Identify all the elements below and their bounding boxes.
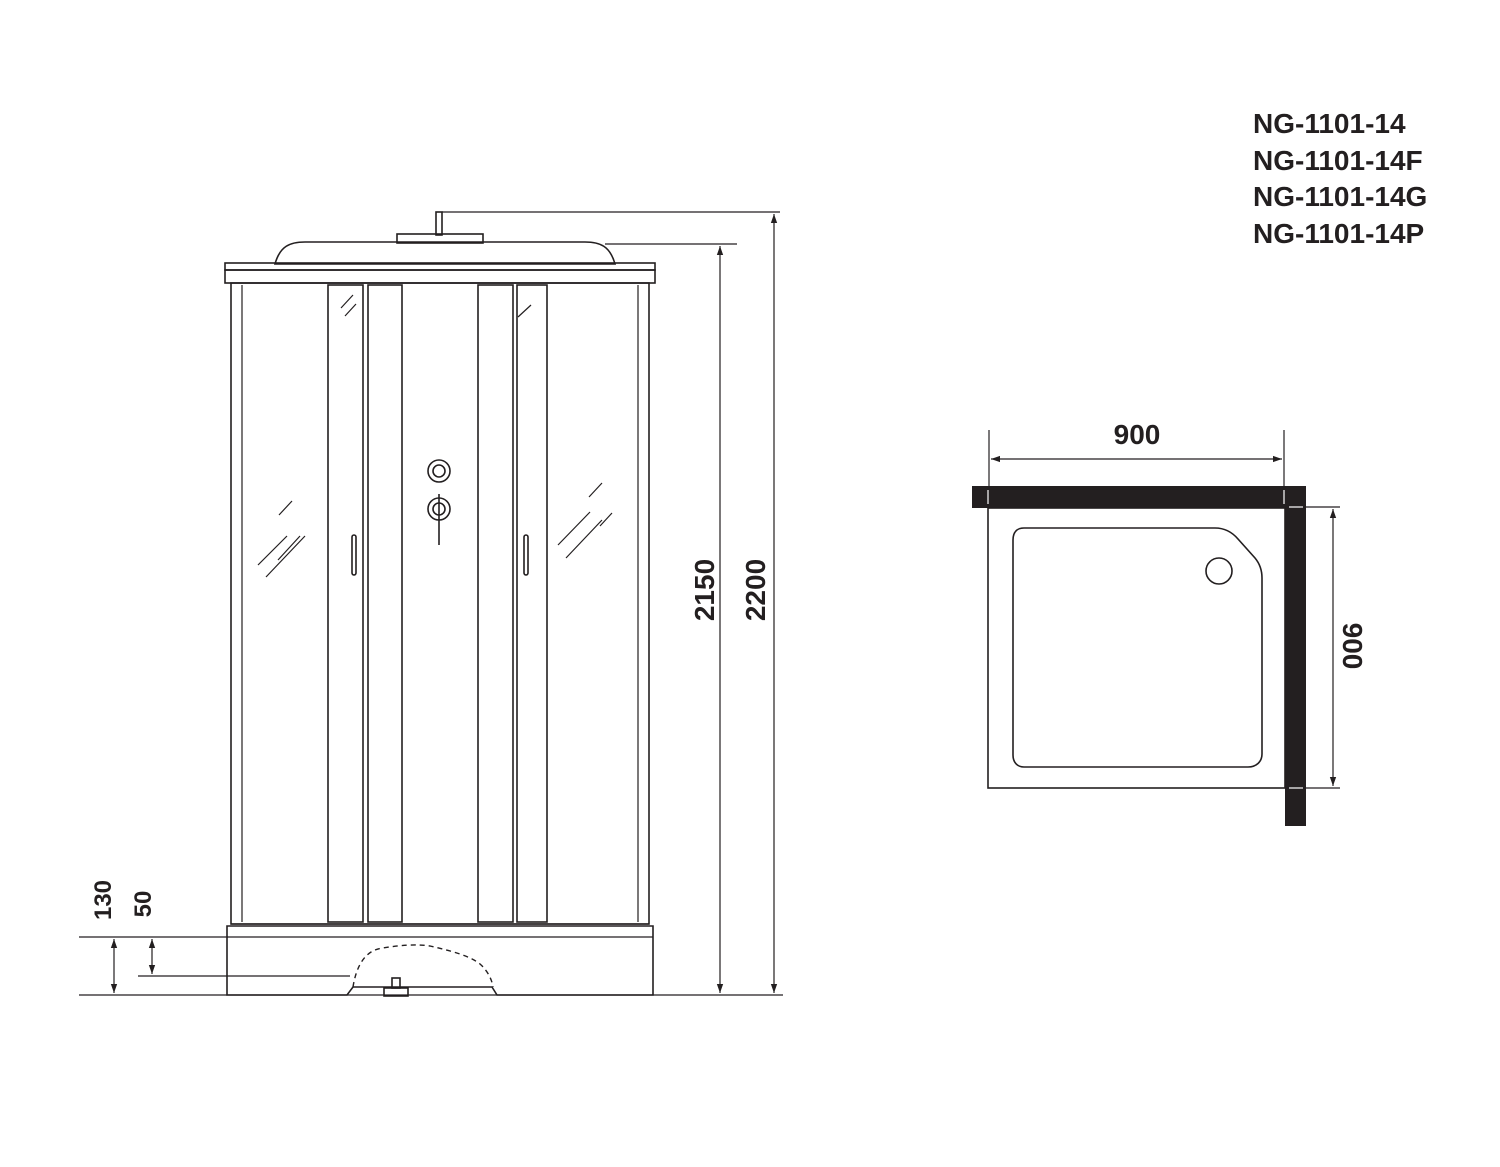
model-name: NG-1101-14G (1253, 181, 1428, 212)
model-list: NG-1101-14 NG-1101-14F NG-1101-14G NG-11… (1253, 106, 1427, 252)
drain (1205, 557, 1233, 585)
dimension-label-tray-step: 50 (130, 891, 157, 918)
extension-lines (79, 211, 783, 996)
dimension-label-tray-height: 130 (90, 880, 117, 920)
tray-plan (987, 507, 1286, 789)
cabin-frame (230, 282, 650, 925)
back-wall (972, 486, 1306, 508)
model-name: NG-1101-14 (1253, 108, 1406, 139)
dimension-lines (110, 214, 778, 993)
front-view: 2200 2150 130 50 (79, 211, 783, 997)
model-name: NG-1101-14F (1253, 144, 1423, 176)
mixer-controls (427, 459, 451, 545)
dimension-label-height-total: 2200 (740, 559, 771, 621)
model-name: NG-1101-14P (1253, 217, 1425, 249)
roof (224, 211, 656, 284)
dimension-label-height-cabin: 2150 (689, 559, 720, 621)
glass-reflection (257, 294, 613, 578)
dimension-label-depth: 900 (1337, 623, 1368, 670)
side-wall (1285, 486, 1306, 826)
door-handles (351, 534, 529, 576)
shower-tray (226, 925, 654, 997)
plan-view: 900 900 (972, 419, 1368, 826)
dimension-label-width: 900 (1114, 419, 1161, 450)
